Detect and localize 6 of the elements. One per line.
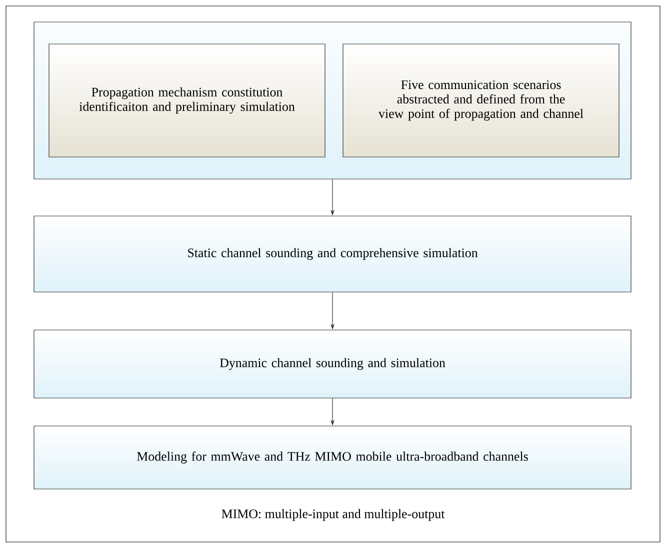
caption: MIMO: multiple-input and multiple-output — [222, 509, 445, 521]
process-box: Modeling for mmWave and THz MIMO mobile ultra-broadband channels — [34, 426, 632, 490]
process-box: Five communication scenarios abstracted and defined from the view point of propagation and channel — [342, 44, 620, 158]
process-box: Propagation mechanism constitution identificaiton and preliminary simulation — [48, 44, 326, 158]
process-box: Dynamic channel sounding and simulation — [34, 330, 632, 398]
process-box: Static channel sounding and comprehensive simulation — [34, 216, 632, 292]
